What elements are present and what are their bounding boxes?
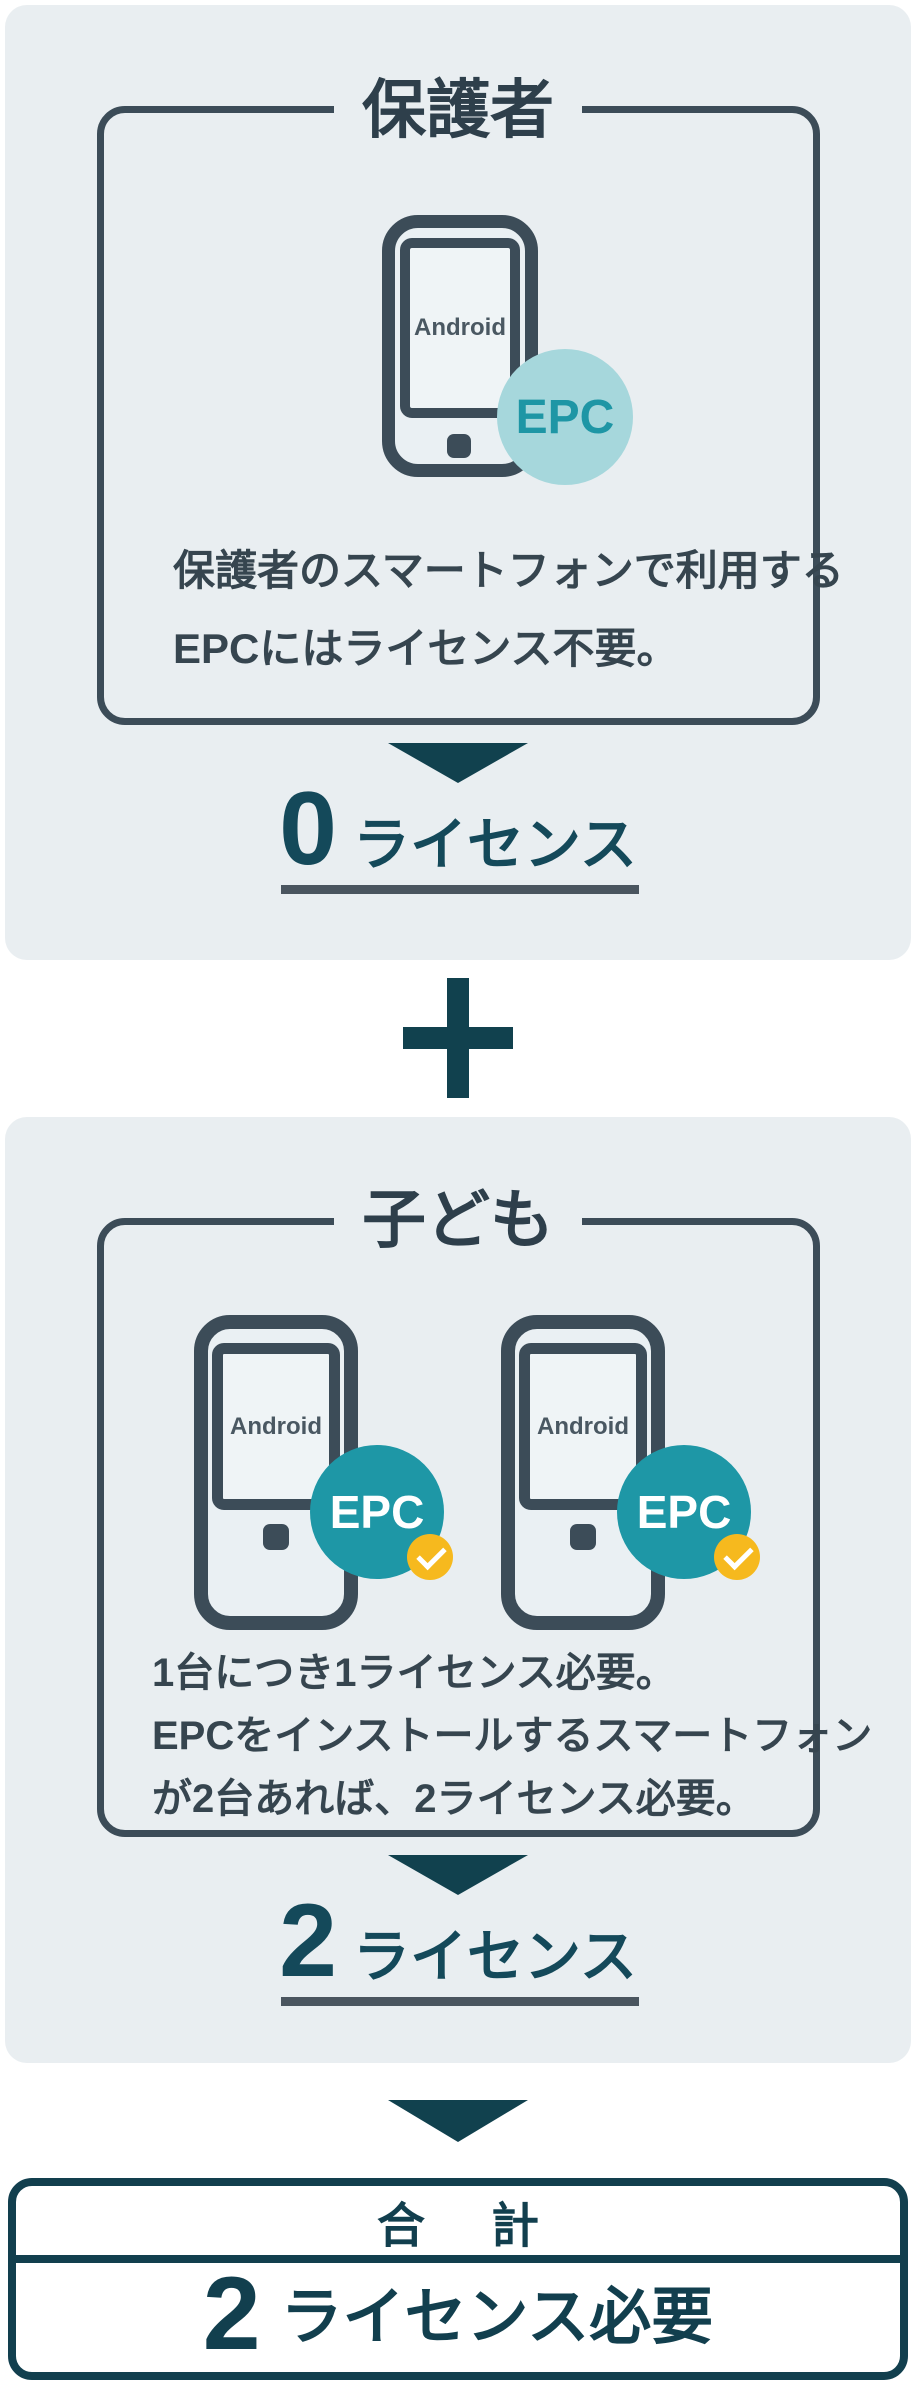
guardian-license-underline	[281, 885, 639, 894]
child-phone-2-screen: Android	[519, 1343, 647, 1510]
guardian-license-unit: ライセンス	[352, 813, 637, 877]
guardian-license-count: 0	[279, 771, 337, 887]
guardian-title: 保護者	[334, 78, 582, 142]
license-check-badge	[407, 1534, 453, 1580]
total-divider	[16, 2255, 900, 2263]
guardian-panel	[5, 5, 911, 960]
epc-app-badge-icon: EPC	[310, 1445, 444, 1579]
arrow-down-icon	[388, 1855, 528, 1895]
child-phone-1-android-label: Android	[230, 1412, 322, 1440]
children-description-line3: が2台あれば、2ライセンス必要。	[152, 1777, 756, 1821]
total-box: 合計 2 ライセンス必要	[8, 2178, 908, 2380]
guardian-description-line1: 保護者のスマートフォンで利用する	[173, 547, 844, 594]
child-phone-1-home-button-icon	[263, 1524, 289, 1550]
child-phone-2-android-label: Android	[537, 1412, 629, 1440]
license-check-badge	[714, 1534, 760, 1580]
guardian-license-result: 0 ライセンス	[0, 777, 916, 881]
guardian-description-line2: EPCにはライセンス不要。	[173, 625, 679, 672]
child-phone-2-home-button-icon	[570, 1524, 596, 1550]
epc-app-badge-icon: EPC	[497, 349, 633, 485]
guardian-description: 保護者のスマートフォンで利用する EPCにはライセンス不要。	[173, 532, 844, 688]
arrow-down-icon	[388, 2100, 528, 2142]
children-panel	[5, 1117, 911, 2063]
total-license-unit: ライセンス必要	[280, 2282, 714, 2352]
plus-icon	[403, 1027, 513, 1049]
children-title: 子ども	[334, 1188, 582, 1252]
children-description: 1台につき1ライセンス必要。 EPCをインストールするスマートフォン が2台あれ…	[152, 1642, 872, 1831]
guardian-android-label: Android	[414, 314, 506, 341]
children-license-unit: ライセンス	[352, 1925, 637, 1989]
children-description-line2: EPCをインストールするスマートフォン	[152, 1714, 873, 1758]
children-license-underline	[281, 1997, 639, 2006]
children-description-line1: 1台につき1ライセンス必要。	[152, 1651, 676, 1695]
children-license-result: 2 ライセンス	[0, 1889, 916, 1993]
arrow-down-icon	[388, 743, 528, 783]
check-icon	[723, 1539, 754, 1571]
guardian-phone-home-button-icon	[447, 434, 471, 458]
guardian-phone-screen: Android	[400, 238, 520, 418]
total-label: 合計	[376, 2199, 605, 2253]
total-license-count: 2	[202, 2255, 261, 2372]
children-license-count: 2	[279, 1883, 337, 1999]
check-icon	[416, 1539, 447, 1571]
total-result: 2 ライセンス必要	[16, 2255, 900, 2372]
